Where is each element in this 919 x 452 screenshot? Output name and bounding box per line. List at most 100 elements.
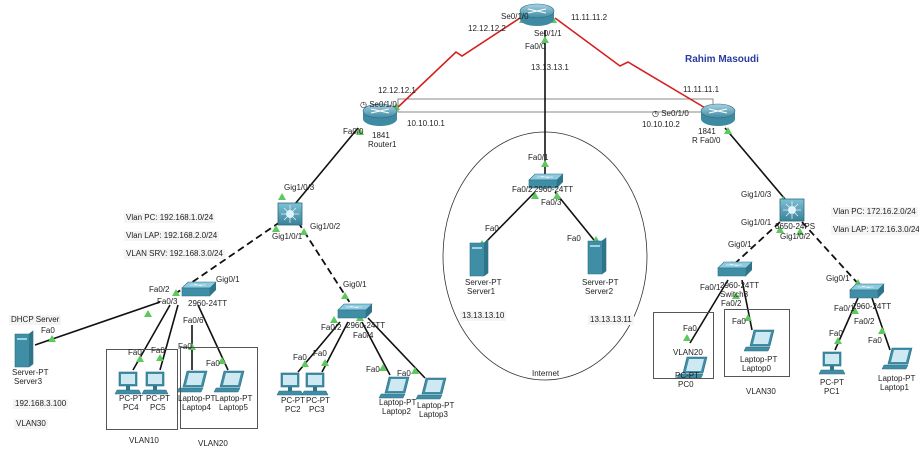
- laptop0-port: Fa0: [732, 317, 746, 326]
- link-up-indicator: [878, 327, 886, 334]
- internet-sw-model: 2960-24TT: [534, 185, 574, 194]
- vlan-note-left-1: Vlan PC: 192.168.1.0/24: [124, 213, 216, 223]
- link-up-indicator: [834, 337, 842, 344]
- laptop5[interactable]: [213, 370, 245, 393]
- dhcp-name: Server3: [14, 377, 43, 386]
- pc5[interactable]: [141, 371, 169, 395]
- isp-port-right: Se0/1/1: [534, 29, 562, 38]
- laptop3-name: Laptop3: [419, 410, 448, 419]
- router-right-ip-serial-up: 11.11.11.1: [683, 85, 720, 94]
- switch-b-right-port-2: Fa0/2: [854, 317, 875, 326]
- pc2[interactable]: [276, 372, 304, 396]
- ml-switch-left[interactable]: [277, 202, 303, 226]
- link-router1-mlswitch: [289, 127, 359, 211]
- link-up-indicator: [48, 335, 56, 342]
- link-pc5: [159, 304, 179, 371]
- link-dhcp-server: [34, 301, 161, 346]
- switch3[interactable]: [717, 261, 753, 277]
- link-up-indicator: [144, 310, 152, 317]
- laptop1-name: Laptop1: [880, 383, 909, 392]
- laptop1[interactable]: [881, 347, 913, 370]
- router-right-name: R: [692, 136, 698, 145]
- router1-ip-serial-side: 10.10.10.1: [407, 119, 445, 128]
- laptop3-port: Fa0: [397, 369, 411, 378]
- link-up-indicator: [136, 355, 144, 362]
- server3-dhcp[interactable]: [14, 330, 34, 368]
- router-right-serial-port: ◷ Se0/1/0: [652, 109, 689, 118]
- router1-serial-port: ◷ Se0/1/0: [360, 100, 397, 109]
- link-up-indicator: [732, 292, 740, 299]
- router-isp[interactable]: [519, 3, 555, 26]
- pc3[interactable]: [301, 372, 329, 396]
- ml-right-model: 3650-24PS: [775, 222, 816, 231]
- router1[interactable]: [362, 103, 398, 126]
- link-up-indicator: [744, 314, 752, 321]
- server1[interactable]: [469, 239, 489, 277]
- ml-left-port-up: Gig1/0/3: [284, 183, 315, 192]
- pc5-type: PC-PT: [146, 394, 170, 403]
- laptop3[interactable]: [415, 377, 447, 400]
- ml-switch-right[interactable]: [779, 198, 805, 222]
- pc1[interactable]: [818, 351, 846, 375]
- switch-b-right-model: 2960-24TT: [852, 302, 892, 311]
- link-up-indicator: [272, 225, 280, 232]
- dhcp-port: Fa0: [41, 326, 55, 335]
- router-right[interactable]: [700, 103, 736, 126]
- link-laptop0: [741, 279, 753, 331]
- router-right-model: 1841: [698, 127, 716, 136]
- sw-a-model: 2960-24TT: [188, 299, 228, 308]
- sw-a-port-up: Gig0/1: [216, 275, 240, 284]
- laptop4[interactable]: [176, 370, 208, 393]
- dhcp-ip: 192.168.3.100: [13, 399, 69, 409]
- isp-port-down: Fa0/0: [525, 42, 546, 51]
- link-up-indicator: [301, 360, 309, 367]
- sw-b-model: 2960-24TT: [346, 321, 386, 330]
- internet-sw-port-right: Fa0/3: [541, 198, 562, 207]
- server2[interactable]: [587, 237, 607, 275]
- switch3-port-1: Fa0/1: [700, 283, 721, 292]
- sw-a-port-6: Fa0/6: [183, 316, 204, 325]
- access-switch-right-b[interactable]: [849, 283, 885, 299]
- laptop2[interactable]: [378, 376, 410, 399]
- link-up-indicator: [300, 228, 308, 235]
- internet-switch[interactable]: [528, 173, 564, 189]
- link-up-indicator: [541, 160, 549, 167]
- laptop5-port: Fa0: [206, 359, 220, 368]
- router-right-ip-serial-side: 10.10.10.2: [642, 120, 680, 129]
- vlan30-label-right: VLAN30: [746, 387, 776, 396]
- link-up-indicator: [776, 226, 784, 233]
- link-up-indicator: [156, 354, 164, 361]
- pc3-port: Fa0: [313, 349, 327, 358]
- laptop5-type: Laptop-PT: [215, 394, 253, 403]
- pc0-port: Fa0: [683, 324, 697, 333]
- access-switch-a[interactable]: [181, 281, 217, 297]
- vlan-note-right-1: Vlan PC: 172.16.2.0/24: [831, 207, 918, 217]
- vlan20-box-right: [653, 312, 714, 379]
- access-switch-b[interactable]: [337, 303, 373, 319]
- link-up-indicator: [218, 357, 226, 364]
- server2-name: Server2: [585, 287, 614, 296]
- pc5-port: Fa0: [151, 346, 165, 355]
- server1-port: Fa0: [485, 224, 499, 233]
- server1-name: Server1: [467, 287, 496, 296]
- switch-b-right-port-up: Gig0/1: [826, 274, 850, 283]
- internet-sw-port-left: Fa0/2: [512, 185, 533, 194]
- vlan-note-left-3: VLAN SRV: 192.168.3.0/24: [124, 249, 225, 259]
- router-right-serial-port-text: Se0/1/0: [661, 109, 689, 118]
- router-right-fa-port: Fa0/0: [700, 136, 721, 145]
- router1-name: Router1: [368, 140, 397, 149]
- link-up-indicator: [321, 359, 329, 366]
- server2-ip: 13.13.13.11: [588, 315, 634, 325]
- link-up-indicator: [683, 334, 691, 341]
- author-label: Rahim Masoudi: [685, 54, 759, 65]
- pc4[interactable]: [114, 371, 142, 395]
- vlan30-box-right: [724, 309, 790, 377]
- dhcp-type: Server-PT: [12, 368, 49, 377]
- ml-right-port-right: Gig1/0/2: [780, 232, 811, 241]
- laptop0-name: Laptop0: [742, 364, 771, 373]
- pc0-type: PC-PT: [675, 371, 699, 380]
- switch-b-right-port-1: Fa0/1: [834, 304, 855, 313]
- laptop0[interactable]: [743, 329, 775, 352]
- laptop2-port: Fa0: [366, 365, 380, 374]
